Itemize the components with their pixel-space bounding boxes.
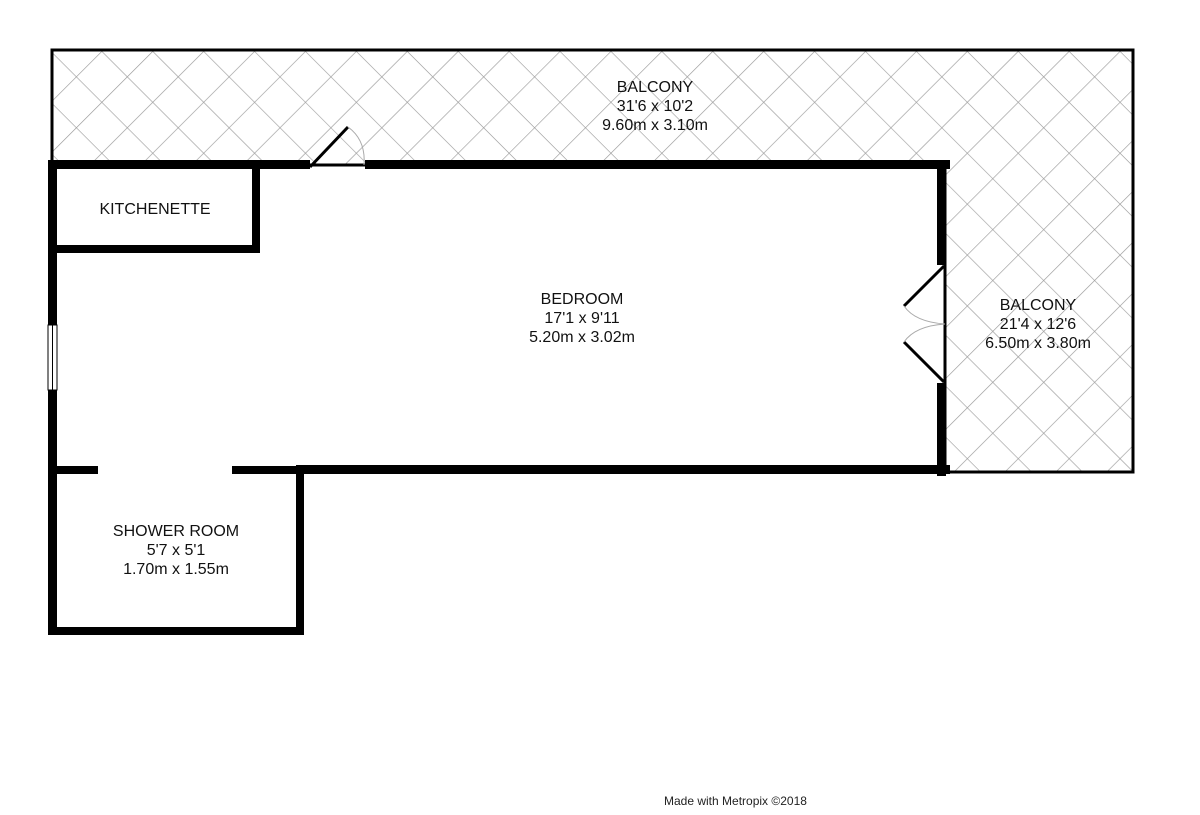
credit-text: Made with Metropix ©2018 (664, 794, 807, 808)
shower-room-label: SHOWER ROOM 5'7 x 5'1 1.70m x 1.55m (113, 522, 239, 579)
room-metric: 1.70m x 1.55m (123, 561, 229, 578)
window (47, 324, 58, 391)
room-imperial: 17'1 x 9'11 (544, 310, 620, 327)
entrance-door (308, 125, 365, 169)
room-name: BEDROOM (540, 291, 624, 308)
room-metric: 9.60m x 3.10m (602, 117, 708, 134)
room-name: BALCONY (616, 79, 694, 96)
room-imperial: 5'7 x 5'1 (146, 542, 206, 559)
balcony-double-door (902, 264, 946, 384)
room-metric: 5.20m x 3.02m (529, 329, 635, 346)
balcony-right-label: BALCONY 21'4 x 12'6 6.50m x 3.80m (985, 296, 1091, 353)
kitchenette-label: KITCHENETTE (99, 200, 210, 219)
room-metric: 6.50m x 3.80m (985, 335, 1091, 352)
balcony-area (50, 48, 1135, 474)
bedroom-label: BEDROOM 17'1 x 9'11 5.20m x 3.02m (529, 290, 635, 347)
balcony-top-label: BALCONY 31'6 x 10'2 9.60m x 3.10m (602, 78, 708, 135)
room-name: SHOWER ROOM (112, 523, 240, 540)
room-name: BALCONY (999, 297, 1077, 314)
room-imperial: 21'4 x 12'6 (999, 316, 1077, 333)
room-imperial: 31'6 x 10'2 (616, 98, 694, 115)
walls (48, 160, 950, 635)
room-name: KITCHENETTE (99, 201, 211, 218)
